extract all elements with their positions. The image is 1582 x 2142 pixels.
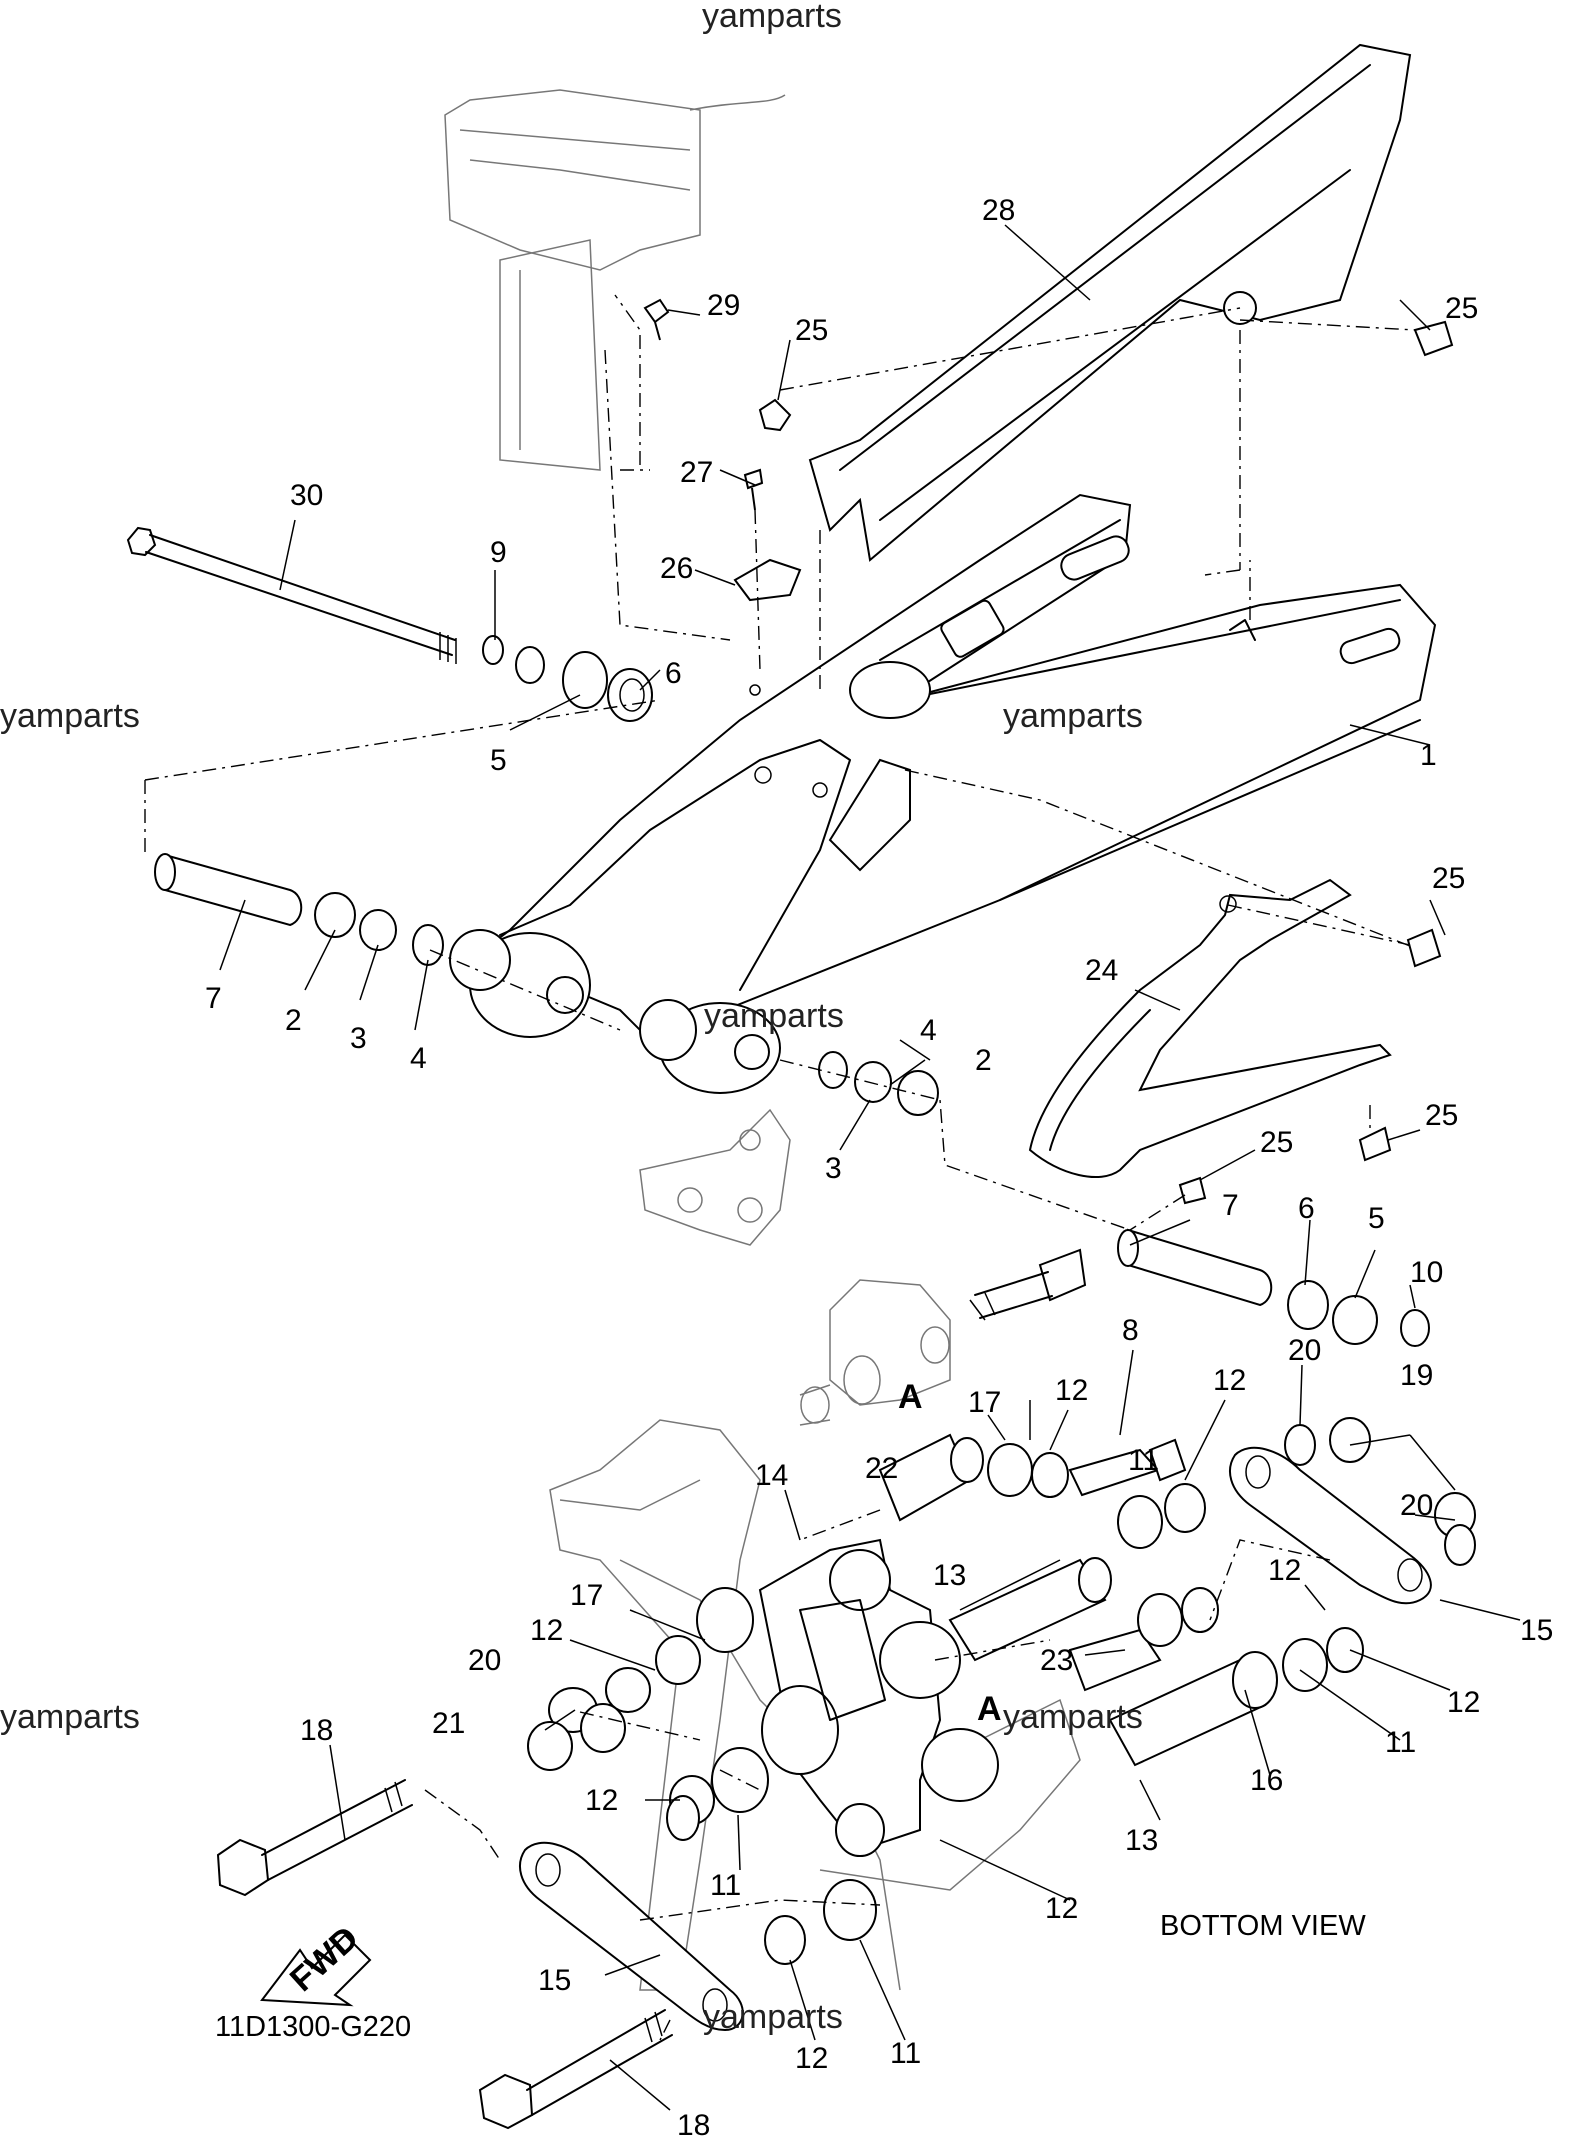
shock-bolt-top <box>969 1248 1087 1321</box>
pivot-shaft-30 <box>126 526 457 664</box>
callout-7-right: 7 <box>1222 1189 1239 1222</box>
watermark-bottom: yamparts <box>703 1998 843 2036</box>
watermark-right: yamparts <box>1003 697 1143 735</box>
callout-6-top: 6 <box>665 657 682 690</box>
left-pivot-parts <box>154 635 653 966</box>
callout-12-top: 12 <box>1055 1374 1088 1407</box>
callout-13-top: 13 <box>933 1559 966 1592</box>
callout-12-bottom: 12 <box>1045 1892 1078 1925</box>
callout-25-top: 25 <box>795 314 828 347</box>
relay-arm-ghost <box>549 1419 1081 1991</box>
bolts-and-clamp <box>643 298 1454 1205</box>
callout-12-left: 12 <box>530 1614 563 1647</box>
callout-15-right: 15 <box>1520 1614 1553 1647</box>
callout-6-right: 6 <box>1298 1192 1315 1225</box>
callout-7-left: 7 <box>205 982 222 1015</box>
watermark-left-lower: yamparts <box>0 1698 140 1736</box>
chain-guard-28 <box>808 43 1412 562</box>
callout-12-right: 12 <box>1447 1686 1480 1719</box>
callout-12-top-right: 12 <box>1213 1364 1246 1397</box>
watermarks: yamparts yamparts yamparts yamparts yamp… <box>0 0 1143 2036</box>
connecting-rod-15-left <box>519 1841 744 2032</box>
right-pivot-parts <box>818 1051 1430 1347</box>
callout-5-top: 5 <box>490 744 507 777</box>
callout-12-left-lower: 12 <box>585 1784 618 1817</box>
callout-18-top: 18 <box>300 1714 333 1747</box>
callout-18-bottom: 18 <box>677 2109 710 2142</box>
callout-8: 8 <box>1122 1314 1139 1347</box>
callout-16: 16 <box>1250 1764 1283 1797</box>
callout-leaders <box>219 224 1521 2111</box>
diagram-code: 11D1300-G220 <box>215 2011 411 2043</box>
callout-25-right: 25 <box>1432 862 1465 895</box>
bolt-18-upper <box>216 1779 413 1897</box>
center-lines <box>144 294 1416 2041</box>
callout-24: 24 <box>1085 954 1118 987</box>
callout-17-left: 17 <box>570 1579 603 1612</box>
callout-15-left: 15 <box>538 1964 571 1997</box>
watermark-top: yamparts <box>702 0 842 35</box>
view-marker-a-top: A <box>898 1378 923 1416</box>
callout-2-right: 2 <box>975 1044 992 1077</box>
callout-29: 29 <box>707 289 740 322</box>
callout-30: 30 <box>290 479 323 512</box>
watermark-right-lower: yamparts <box>1003 1698 1143 1736</box>
callout-10: 10 <box>1410 1256 1443 1289</box>
callout-11-bottom: 11 <box>890 2037 921 2070</box>
callout-9: 9 <box>490 536 507 569</box>
callout-20-right: 20 <box>1400 1489 1433 1522</box>
callout-20-left: 20 <box>468 1644 501 1677</box>
callout-14: 14 <box>755 1459 788 1492</box>
callout-4-right: 4 <box>920 1014 937 1047</box>
watermark-left: yamparts <box>0 697 140 735</box>
callout-28: 28 <box>982 194 1015 227</box>
callout-19: 19 <box>1400 1359 1433 1392</box>
callout-12-right-mid: 12 <box>1268 1554 1301 1587</box>
relay-arm-14 <box>758 1538 999 1852</box>
callout-11-left: 11 <box>710 1869 741 1902</box>
callout-21: 21 <box>432 1707 465 1740</box>
callout-11-top: 11 <box>1128 1444 1159 1477</box>
view-marker-a-bottom: A <box>977 1690 1002 1728</box>
callout-23: 23 <box>1040 1644 1073 1677</box>
callout-25-lower-right: 25 <box>1425 1099 1458 1132</box>
callout-3-left: 3 <box>350 1022 367 1055</box>
shock-bracket-ghost <box>639 1108 791 1246</box>
callout-13-bottom: 13 <box>1125 1824 1158 1857</box>
top-bracket-ghost <box>799 1279 951 1426</box>
frame-ghost-outline <box>444 89 786 471</box>
callout-22: 22 <box>865 1452 898 1485</box>
callout-20-top: 20 <box>1288 1334 1321 1367</box>
callout-4-left: 4 <box>410 1042 427 1075</box>
callout-5-right: 5 <box>1368 1202 1385 1235</box>
connecting-rod-15-right <box>1229 1417 1476 1605</box>
callout-25-top-right: 25 <box>1445 292 1478 325</box>
callout-2-left: 2 <box>285 1004 302 1037</box>
watermark-center: yamparts <box>704 997 844 1035</box>
lower-link-washers <box>527 1703 700 1841</box>
callout-12-bottom-left: 12 <box>795 2042 828 2075</box>
swingarm-1 <box>449 493 1437 1094</box>
callout-numbers: 28 25 25 29 27 26 30 9 6 5 1 25 24 25 25… <box>205 194 1553 2142</box>
bottom-view-label: BOTTOM VIEW <box>1160 1910 1366 1942</box>
callout-26: 26 <box>660 552 693 585</box>
chain-case-24 <box>1028 878 1392 1178</box>
callout-25-lower: 25 <box>1260 1126 1293 1159</box>
callout-11-right: 11 <box>1385 1726 1416 1759</box>
bolt-18-lower <box>478 2009 673 2130</box>
fwd-arrow-icon: FWD <box>260 1919 372 2007</box>
callout-1: 1 <box>1420 739 1437 772</box>
callout-27: 27 <box>680 456 713 489</box>
callout-17-top: 17 <box>968 1386 1001 1419</box>
callout-3-right: 3 <box>825 1152 842 1185</box>
